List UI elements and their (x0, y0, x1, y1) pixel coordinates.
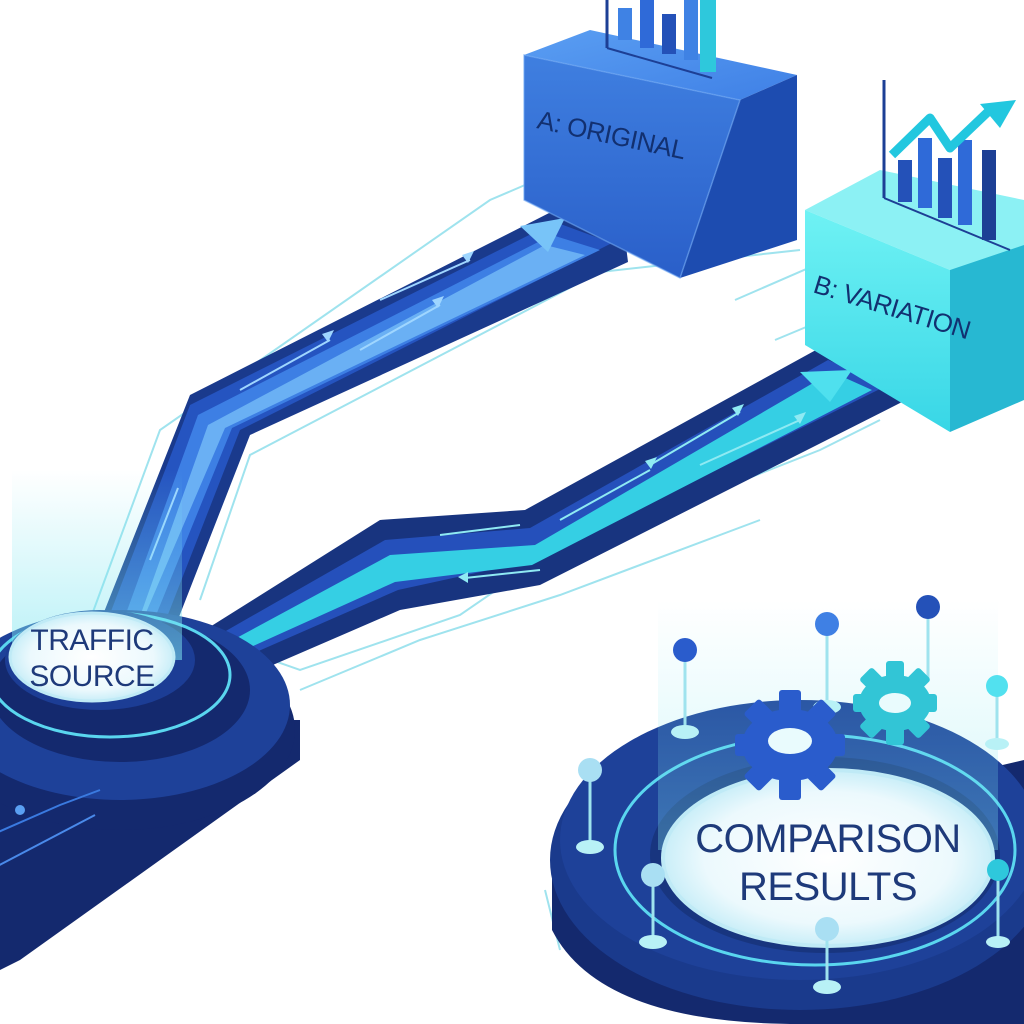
results-label-line2: RESULTS (739, 865, 917, 909)
bar-chart-icon (605, 0, 716, 79)
variant-a-box (523, 30, 797, 280)
results-platform (550, 600, 1024, 1024)
path-to-variant-b (205, 345, 902, 690)
source-label-line2: SOURCE (29, 660, 154, 693)
results-label-line1: COMPARISON (695, 817, 960, 861)
source-label-line1: TRAFFIC (30, 624, 153, 657)
traffic-source-hub (0, 470, 300, 970)
gears-icon (735, 661, 937, 800)
trend-chart-icon (882, 80, 1016, 251)
